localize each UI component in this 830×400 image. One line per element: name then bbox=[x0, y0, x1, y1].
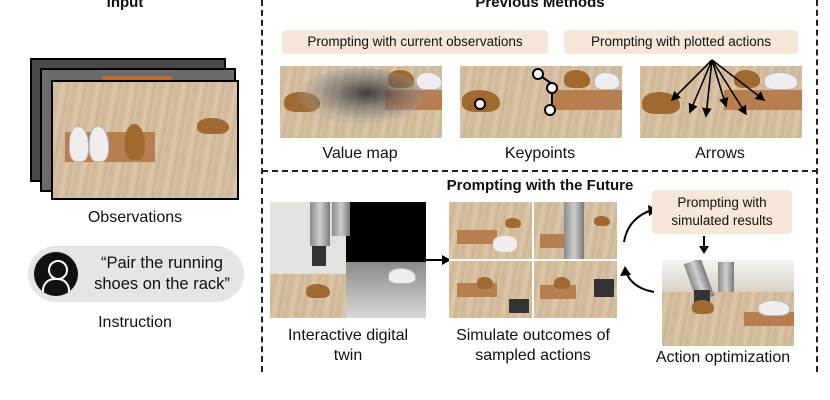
keypoints-overlay bbox=[474, 68, 558, 117]
divider-horizontal bbox=[262, 170, 818, 172]
value-map-image bbox=[280, 66, 442, 138]
observation-stack bbox=[30, 58, 240, 203]
pill-plotted-actions: Prompting with plotted actions bbox=[564, 30, 798, 54]
observation-frame-front bbox=[51, 80, 239, 200]
simulate-caption: Simulate outcomes of sampled actions bbox=[456, 327, 610, 364]
action-optimization-image bbox=[662, 260, 794, 346]
white-shoe-pair bbox=[89, 126, 109, 162]
instruction-caption: Instruction bbox=[98, 314, 172, 331]
arrow-to-simulation bbox=[426, 255, 451, 265]
brown-shoe-loose bbox=[197, 118, 229, 134]
arrows-caption: Arrows bbox=[695, 145, 745, 162]
sim-cell-1 bbox=[449, 202, 532, 259]
value-map-caption: Value map bbox=[322, 145, 398, 162]
divider-right bbox=[816, 0, 818, 372]
arrows-overlay bbox=[670, 59, 766, 118]
pill-current-observations: Prompting with current observations bbox=[282, 30, 548, 54]
instruction-bubble: “Pair the running shoes on the rack” bbox=[28, 246, 244, 302]
input-title: Input bbox=[106, 0, 144, 11]
digital-twin-caption: Interactive digital twin bbox=[287, 327, 409, 364]
future-title: Prompting with the Future bbox=[446, 177, 634, 194]
brown-shoe bbox=[125, 124, 145, 160]
sim-cell-4 bbox=[534, 261, 617, 318]
arrow-pill-down bbox=[699, 236, 709, 254]
observations-caption: Observations bbox=[87, 209, 183, 226]
simulation-grid bbox=[449, 202, 617, 318]
divider-vertical bbox=[261, 0, 263, 372]
robot-arm bbox=[310, 202, 330, 246]
value-heatmap bbox=[298, 68, 423, 124]
sim-cell-2 bbox=[534, 202, 617, 259]
digital-twin-image bbox=[270, 202, 426, 318]
keypoints-caption: Keypoints bbox=[504, 145, 576, 162]
pill-simulated-results: Prompting with simulated results bbox=[652, 190, 792, 234]
instruction-text: “Pair the running shoes on the rack” bbox=[94, 254, 230, 293]
optimization-caption: Action optimization bbox=[655, 349, 791, 366]
white-shoe bbox=[69, 126, 89, 162]
sim-cell-3 bbox=[449, 261, 532, 318]
user-avatar-icon bbox=[34, 252, 78, 296]
previous-methods-title: Previous Methods bbox=[475, 0, 605, 11]
